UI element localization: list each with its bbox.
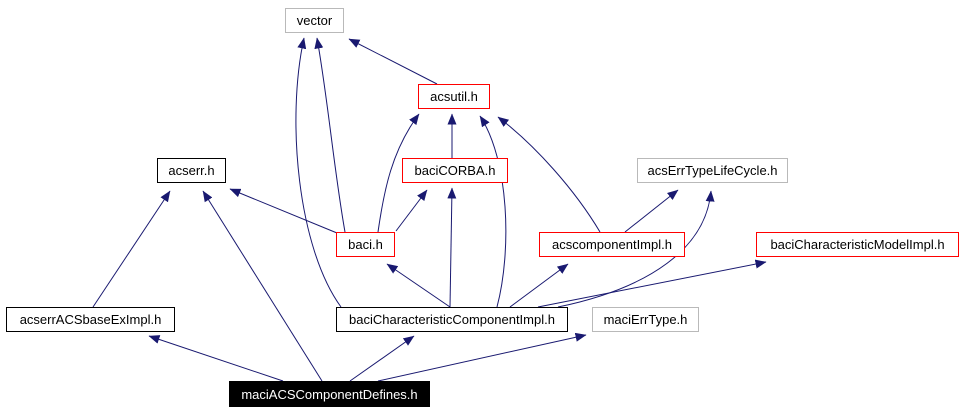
node-acscomponentImpl[interactable]: acscomponentImpl.h	[539, 232, 685, 257]
edge-baci-to-baciCORBA	[395, 189, 428, 232]
node-vector: vector	[285, 8, 344, 33]
edge-baciCharacteristicComponentImpl-to-baci	[386, 263, 451, 308]
edge-maciACSComponentDefines-to-acserr	[202, 190, 323, 382]
node-maciErrType: maciErrType.h	[592, 307, 699, 332]
node-acserr[interactable]: acserr.h	[157, 158, 226, 183]
edge-maciACSComponentDefines-to-acserrACSbaseExImpl	[148, 335, 284, 382]
edge-maciACSComponentDefines-to-baciCharacteristicComponentImpl	[349, 335, 415, 382]
edge-baciCharacteristicComponentImpl-to-acsutil	[479, 115, 507, 308]
edge-baci-to-acsutil	[377, 113, 420, 233]
edge-baciCharacteristicComponentImpl-to-acsErrTypeLifeCycle	[557, 190, 715, 308]
edge-acsutil-to-vector	[348, 38, 438, 85]
edge-baciCharacteristicComponentImpl-to-baciCharacteristicModelImpl	[537, 259, 767, 308]
node-acsErrTypeLifeCycle: acsErrTypeLifeCycle.h	[637, 158, 788, 183]
node-maciACSComponentDefines: maciACSComponentDefines.h	[229, 381, 430, 407]
node-baciCharacteristicModelImpl[interactable]: baciCharacteristicModelImpl.h	[756, 232, 959, 257]
node-baci[interactable]: baci.h	[336, 232, 395, 257]
edge-baciCharacteristicComponentImpl-to-acscomponentImpl	[509, 263, 569, 308]
edge-baci-to-vector	[314, 37, 346, 233]
edge-baciCharacteristicComponentImpl-to-vector	[295, 37, 342, 308]
edge-acscomponentImpl-to-acsErrTypeLifeCycle	[624, 189, 679, 233]
node-acsutil[interactable]: acsutil.h	[418, 84, 490, 109]
edge-baciCharacteristicComponentImpl-to-baciCORBA	[447, 187, 457, 308]
node-baciCharacteristicComponentImpl[interactable]: baciCharacteristicComponentImpl.h	[336, 307, 568, 332]
edge-baci-to-acserr	[229, 188, 338, 234]
edge-maciACSComponentDefines-to-maciErrType	[377, 332, 587, 382]
edges	[92, 37, 767, 382]
edge-acscomponentImpl-to-acsutil	[497, 116, 601, 233]
node-acserrACSbaseExImpl[interactable]: acserrACSbaseExImpl.h	[6, 307, 175, 332]
node-baciCORBA[interactable]: baciCORBA.h	[402, 158, 508, 183]
edge-acserrACSbaseExImpl-to-acserr	[92, 190, 171, 308]
